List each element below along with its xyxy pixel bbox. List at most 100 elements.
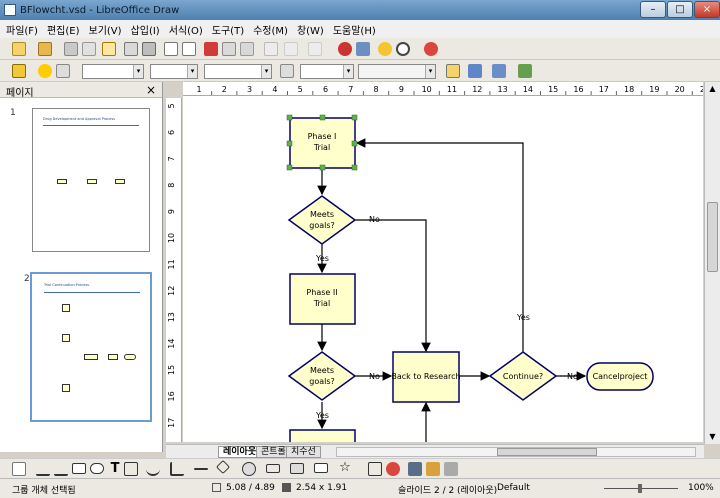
rectangle-icon[interactable] xyxy=(72,463,86,474)
research-box[interactable] xyxy=(392,351,460,403)
clone-format-icon[interactable] xyxy=(264,42,278,56)
help-icon[interactable] xyxy=(424,42,438,56)
selection-handles[interactable] xyxy=(286,114,358,171)
scroll-down-arrow[interactable]: ▼ xyxy=(709,432,716,441)
new-icon[interactable] xyxy=(12,42,26,56)
connector-icon[interactable] xyxy=(170,462,184,476)
menu-window[interactable]: 창(W) xyxy=(296,25,324,37)
horizontal-scrollbar[interactable] xyxy=(336,447,696,457)
navigator-icon[interactable] xyxy=(378,42,392,56)
zoom-slider[interactable] xyxy=(604,484,678,493)
copy-icon[interactable] xyxy=(222,42,236,56)
zoom-slider-thumb[interactable] xyxy=(638,484,642,493)
chart-icon[interactable] xyxy=(338,42,352,56)
area-style-select[interactable]: ▾ xyxy=(300,64,354,79)
edit-file-icon[interactable] xyxy=(102,42,116,56)
fontwork-icon[interactable] xyxy=(408,462,422,476)
points-icon[interactable] xyxy=(368,462,382,476)
symbol-shapes-icon[interactable] xyxy=(242,462,256,476)
block-arrows-icon[interactable] xyxy=(266,464,280,473)
maximize-button[interactable]: □ xyxy=(667,1,693,18)
lines-arrows-icon[interactable] xyxy=(194,468,208,470)
export-pdf-icon[interactable] xyxy=(124,42,138,56)
phase3-box[interactable] xyxy=(289,429,356,442)
redo-icon[interactable] xyxy=(308,42,322,56)
ruler-label: 14 xyxy=(523,85,533,94)
cancel-terminator[interactable] xyxy=(586,362,654,391)
cut-icon[interactable] xyxy=(204,42,218,56)
print-icon[interactable] xyxy=(142,42,156,56)
menu-insert[interactable]: 삽입(I) xyxy=(130,25,160,37)
horizontal-ruler[interactable]: 123456789101112131415161718192021 xyxy=(183,82,719,96)
arrange-icon[interactable] xyxy=(518,64,532,78)
tab-dimension-lines[interactable]: 치수선 xyxy=(286,446,321,458)
menu-format[interactable]: 서식(O) xyxy=(168,25,203,37)
status-zoom[interactable]: 100% xyxy=(688,483,714,493)
basic-shapes-icon[interactable] xyxy=(215,459,231,475)
slides-pane-close-icon[interactable]: × xyxy=(145,83,156,97)
line-width-spin[interactable]: ▾ xyxy=(150,64,198,79)
drawing-canvas[interactable]: Phase I Trial Meets goals? No Yes Phase … xyxy=(183,96,703,442)
yes-label: Yes xyxy=(315,411,329,420)
menu-tools[interactable]: 도구(T) xyxy=(211,25,245,37)
align-icon[interactable] xyxy=(492,64,506,78)
close-button[interactable]: × xyxy=(694,1,720,18)
menu-bar: 파일(F) 편집(E) 보기(V) 삽입(I) 서식(O) 도구(T) 수정(M… xyxy=(0,20,720,38)
ruler-label: 5 xyxy=(298,85,303,94)
line-tool-icon[interactable] xyxy=(36,462,50,476)
spellcheck-icon[interactable] xyxy=(164,42,178,56)
stars-icon[interactable]: ☆ xyxy=(339,460,351,475)
menu-edit[interactable]: 편집(E) xyxy=(46,25,80,37)
gallery-icon[interactable] xyxy=(444,462,458,476)
scroll-thumb[interactable] xyxy=(707,202,718,272)
rotate-icon[interactable] xyxy=(468,64,482,78)
fill-select[interactable]: ▾ xyxy=(358,64,436,79)
callouts-icon[interactable] xyxy=(314,463,328,473)
tab-layout[interactable]: 레이아웃 xyxy=(218,446,262,458)
text-icon[interactable]: T xyxy=(110,461,120,476)
from-file-icon[interactable] xyxy=(426,462,440,476)
minimize-button[interactable]: – xyxy=(640,1,666,18)
ellipse-icon[interactable] xyxy=(90,463,104,474)
decision-goals-1[interactable] xyxy=(287,195,357,245)
zoom-icon[interactable] xyxy=(396,42,410,56)
email-icon[interactable] xyxy=(82,42,96,56)
draw-functions-icon[interactable] xyxy=(356,42,370,56)
ruler-label: 16 xyxy=(167,391,176,401)
styles-icon[interactable] xyxy=(12,64,26,78)
slide-thumbnail-1[interactable]: Drug Development and Approval Process xyxy=(32,108,150,252)
slides-pane-title: 페이지 xyxy=(6,88,34,99)
line-style-select[interactable]: ▾ xyxy=(82,64,144,79)
menu-modify[interactable]: 수정(M) xyxy=(253,25,288,37)
decision-continue[interactable] xyxy=(488,351,558,401)
decision-goals-2[interactable] xyxy=(287,351,357,401)
scroll-up-arrow[interactable]: ▲ xyxy=(709,84,716,93)
cancel-label: Cancelproject xyxy=(593,372,648,381)
ruler-label: 10 xyxy=(167,233,176,243)
vertical-scrollbar[interactable]: ▲ ▼ xyxy=(704,82,720,444)
no-label: No xyxy=(369,215,380,224)
menu-view[interactable]: 보기(V) xyxy=(88,25,122,37)
shadow-icon[interactable] xyxy=(446,64,460,78)
paste-icon[interactable] xyxy=(240,42,254,56)
area-style-icon[interactable] xyxy=(280,64,294,78)
save-icon[interactable] xyxy=(64,42,78,56)
undo-icon[interactable] xyxy=(284,42,298,56)
phase2-box[interactable] xyxy=(289,273,356,325)
arrow-line-icon[interactable] xyxy=(54,462,68,476)
menu-file[interactable]: 파일(F) xyxy=(6,25,38,37)
fit-text-icon[interactable] xyxy=(124,462,138,476)
flowchart-icon[interactable] xyxy=(290,463,304,474)
menu-help[interactable]: 도움말(H) xyxy=(332,25,376,37)
arrow-style-icon[interactable] xyxy=(56,64,70,78)
open-icon[interactable] xyxy=(38,42,52,56)
line-icon[interactable] xyxy=(38,64,52,78)
scroll-thumb[interactable] xyxy=(497,448,597,456)
line-color-select[interactable]: ▾ xyxy=(204,64,272,79)
select-icon[interactable] xyxy=(12,462,26,476)
curve-icon[interactable] xyxy=(146,462,160,476)
slide-thumbnail-2-selected[interactable]: Trial Continuation Process xyxy=(30,272,152,422)
autospell-icon[interactable] xyxy=(182,42,196,56)
glue-points-icon[interactable] xyxy=(386,462,400,476)
